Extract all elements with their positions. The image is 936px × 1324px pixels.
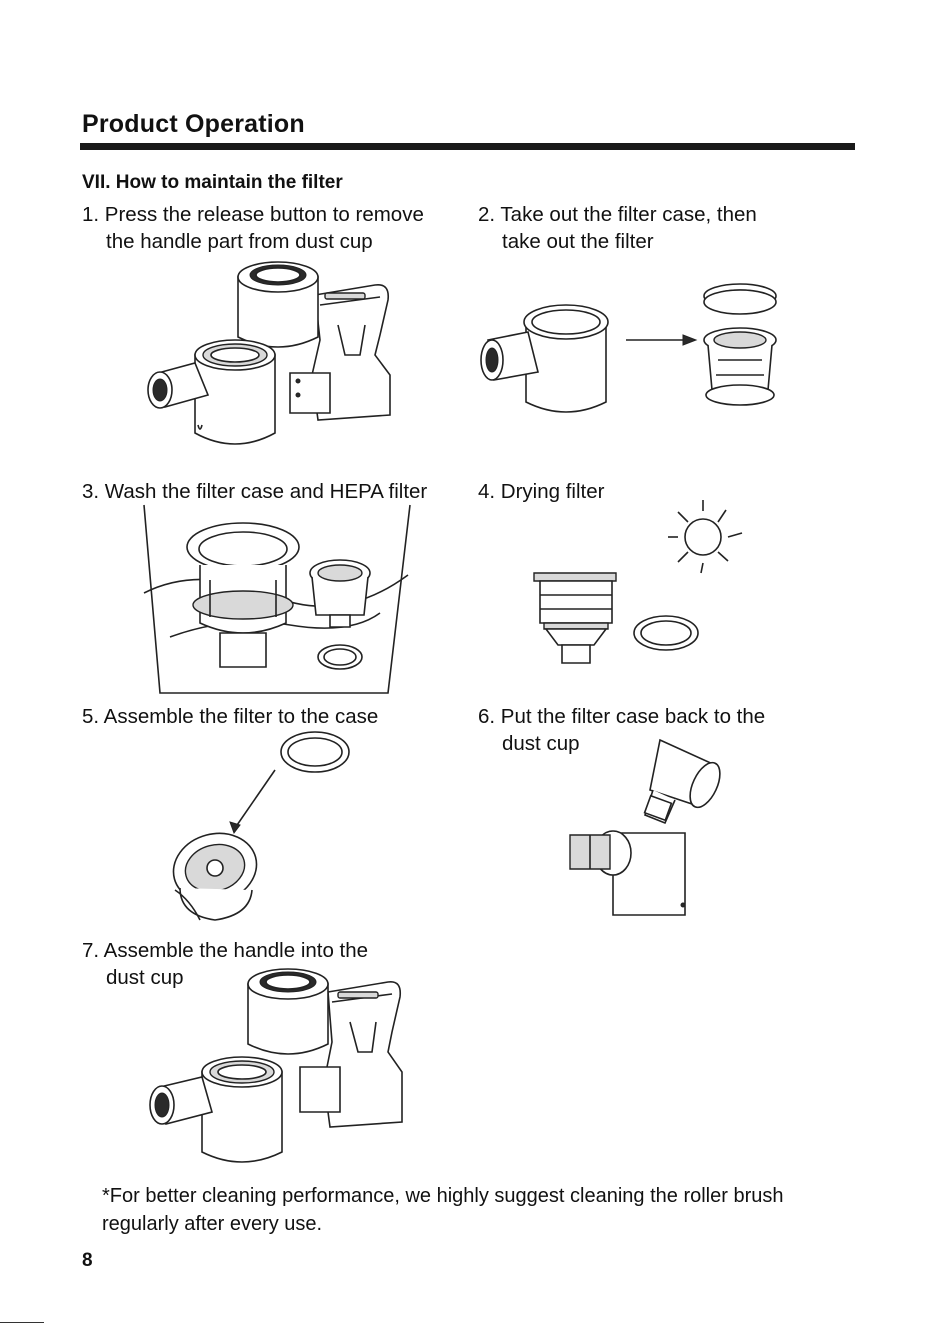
step-2-line-2: take out the filter	[502, 230, 654, 253]
note-line-1: *For better cleaning performance, we hig…	[102, 1185, 784, 1207]
step-3-line-1: 3. Wash the filter case and HEPA filter	[82, 480, 428, 503]
step-6-text: 6. Put the filter case back to the dust …	[478, 703, 765, 757]
page-number: 8	[82, 1250, 93, 1271]
assemble-handle-illustration	[140, 972, 410, 1172]
dry-filter-illustration	[528, 495, 768, 670]
wash-filter-illustration	[140, 505, 420, 695]
step-7-line-2: dust cup	[106, 966, 184, 989]
step-1-line-2: the handle part from dust cup	[106, 230, 373, 253]
step-7-text: 7. Assemble the handle into the dust cup	[82, 937, 368, 991]
step-1-line-1: 1. Press the release button to remove	[82, 203, 424, 226]
step-6-line-2: dust cup	[502, 732, 580, 755]
take-out-filter-illustration	[478, 280, 788, 425]
assemble-filter-illustration	[160, 730, 360, 930]
bottom-edge-mark	[0, 1322, 44, 1323]
step-5-line-1: 5. Assemble the filter to the case	[82, 705, 379, 728]
sun-icon	[685, 519, 721, 555]
note-line-2: regularly after every use.	[102, 1213, 323, 1235]
step-3-text: 3. Wash the filter case and HEPA filter	[82, 478, 427, 505]
title-divider	[80, 143, 855, 150]
step-4-text: 4. Drying filter	[478, 478, 604, 505]
replace-filter-case-illustration	[565, 735, 735, 920]
page-title: Product Operation	[82, 110, 305, 138]
remove-handle-illustration	[140, 255, 400, 455]
step-2-line-1: 2. Take out the filter case, then	[478, 203, 757, 226]
step-2-text: 2. Take out the filter case, then take o…	[478, 201, 757, 255]
section-heading: VII. How to maintain the filter	[82, 172, 343, 193]
step-1-text: 1. Press the release button to remove th…	[82, 201, 424, 255]
step-6-line-1: 6. Put the filter case back to the	[478, 705, 766, 728]
maintenance-note: *For better cleaning performance, we hig…	[102, 1182, 783, 1238]
step-4-line-1: 4. Drying filter	[478, 480, 605, 503]
step-7-line-1: 7. Assemble the handle into the	[82, 939, 369, 962]
step-5-text: 5. Assemble the filter to the case	[82, 703, 378, 730]
